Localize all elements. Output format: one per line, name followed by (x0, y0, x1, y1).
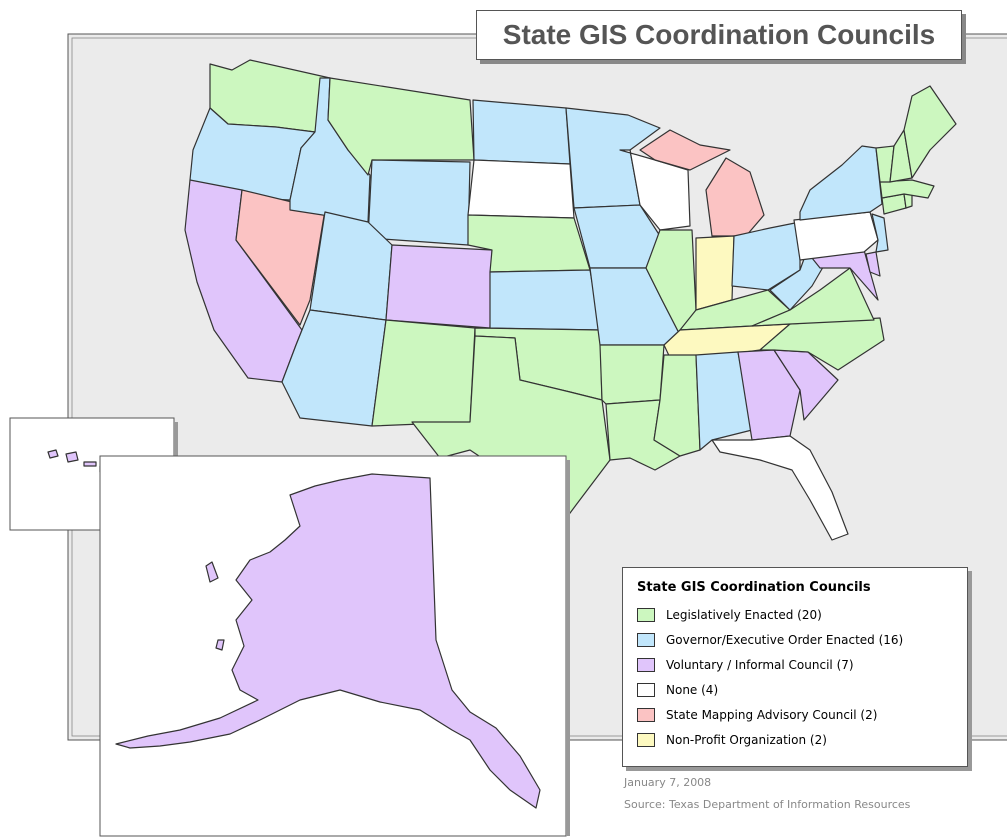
state-rhode-island (903, 193, 913, 209)
legend-swatch (637, 733, 655, 747)
map-source: Source: Texas Department of Information … (624, 798, 911, 811)
state-hawaii-molokai (83, 461, 97, 467)
state-delaware (865, 251, 881, 277)
legend-title: State GIS Coordination Councils (637, 580, 871, 595)
legend-label: None (4) (666, 683, 719, 697)
map-title-box: State GIS Coordination Councils (476, 10, 962, 60)
legend-item-nonprofit: Non-Profit Organization (2) (637, 732, 827, 748)
legend-swatch (637, 658, 655, 672)
state-north-dakota (472, 99, 571, 165)
legend-item-legislative: Legislatively Enacted (20) (637, 607, 822, 623)
legend-swatch (637, 633, 655, 647)
state-hawaii-oahu (65, 451, 79, 463)
state-alaska-island-2 (215, 639, 225, 651)
alaska-inset-shadow (566, 460, 570, 836)
state-maine (903, 85, 957, 179)
state-michigan-upper (639, 129, 731, 171)
state-montana (327, 77, 475, 176)
legend-label: Legislatively Enacted (20) (666, 608, 822, 622)
state-massachusetts (879, 179, 935, 199)
legend-label: Voluntary / Informal Council (7) (666, 658, 854, 672)
legend-label: Governor/Executive Order Enacted (16) (666, 633, 904, 647)
state-colorado (385, 244, 493, 329)
legend-swatch (637, 708, 655, 722)
map-date: January 7, 2008 (624, 776, 712, 789)
legend-item-advisory: State Mapping Advisory Council (2) (637, 707, 877, 723)
legend-swatch (637, 683, 655, 697)
state-kansas (489, 269, 601, 331)
state-alaska-island-1 (205, 561, 219, 583)
legend-label: Non-Profit Organization (2) (666, 733, 827, 747)
state-arkansas (599, 344, 665, 405)
state-florida (711, 435, 849, 541)
state-new-mexico (371, 319, 476, 427)
state-hawaii-kauai (47, 449, 59, 459)
legend-item-none: None (4) (637, 682, 718, 698)
state-south-dakota (467, 159, 575, 219)
legend-item-governor: Governor/Executive Order Enacted (16) (637, 632, 903, 648)
state-wyoming (367, 159, 471, 246)
legend-swatch (637, 608, 655, 622)
state-alaska (115, 473, 541, 809)
state-indiana (695, 235, 735, 311)
state-new-jersey (871, 213, 889, 253)
state-alabama (695, 351, 753, 451)
legend-label: State Mapping Advisory Council (2) (666, 708, 878, 722)
legend: State GIS Coordination Councils Legislat… (622, 567, 968, 767)
legend-item-voluntary: Voluntary / Informal Council (7) (637, 657, 854, 673)
map-title: State GIS Coordination Councils (502, 19, 936, 50)
